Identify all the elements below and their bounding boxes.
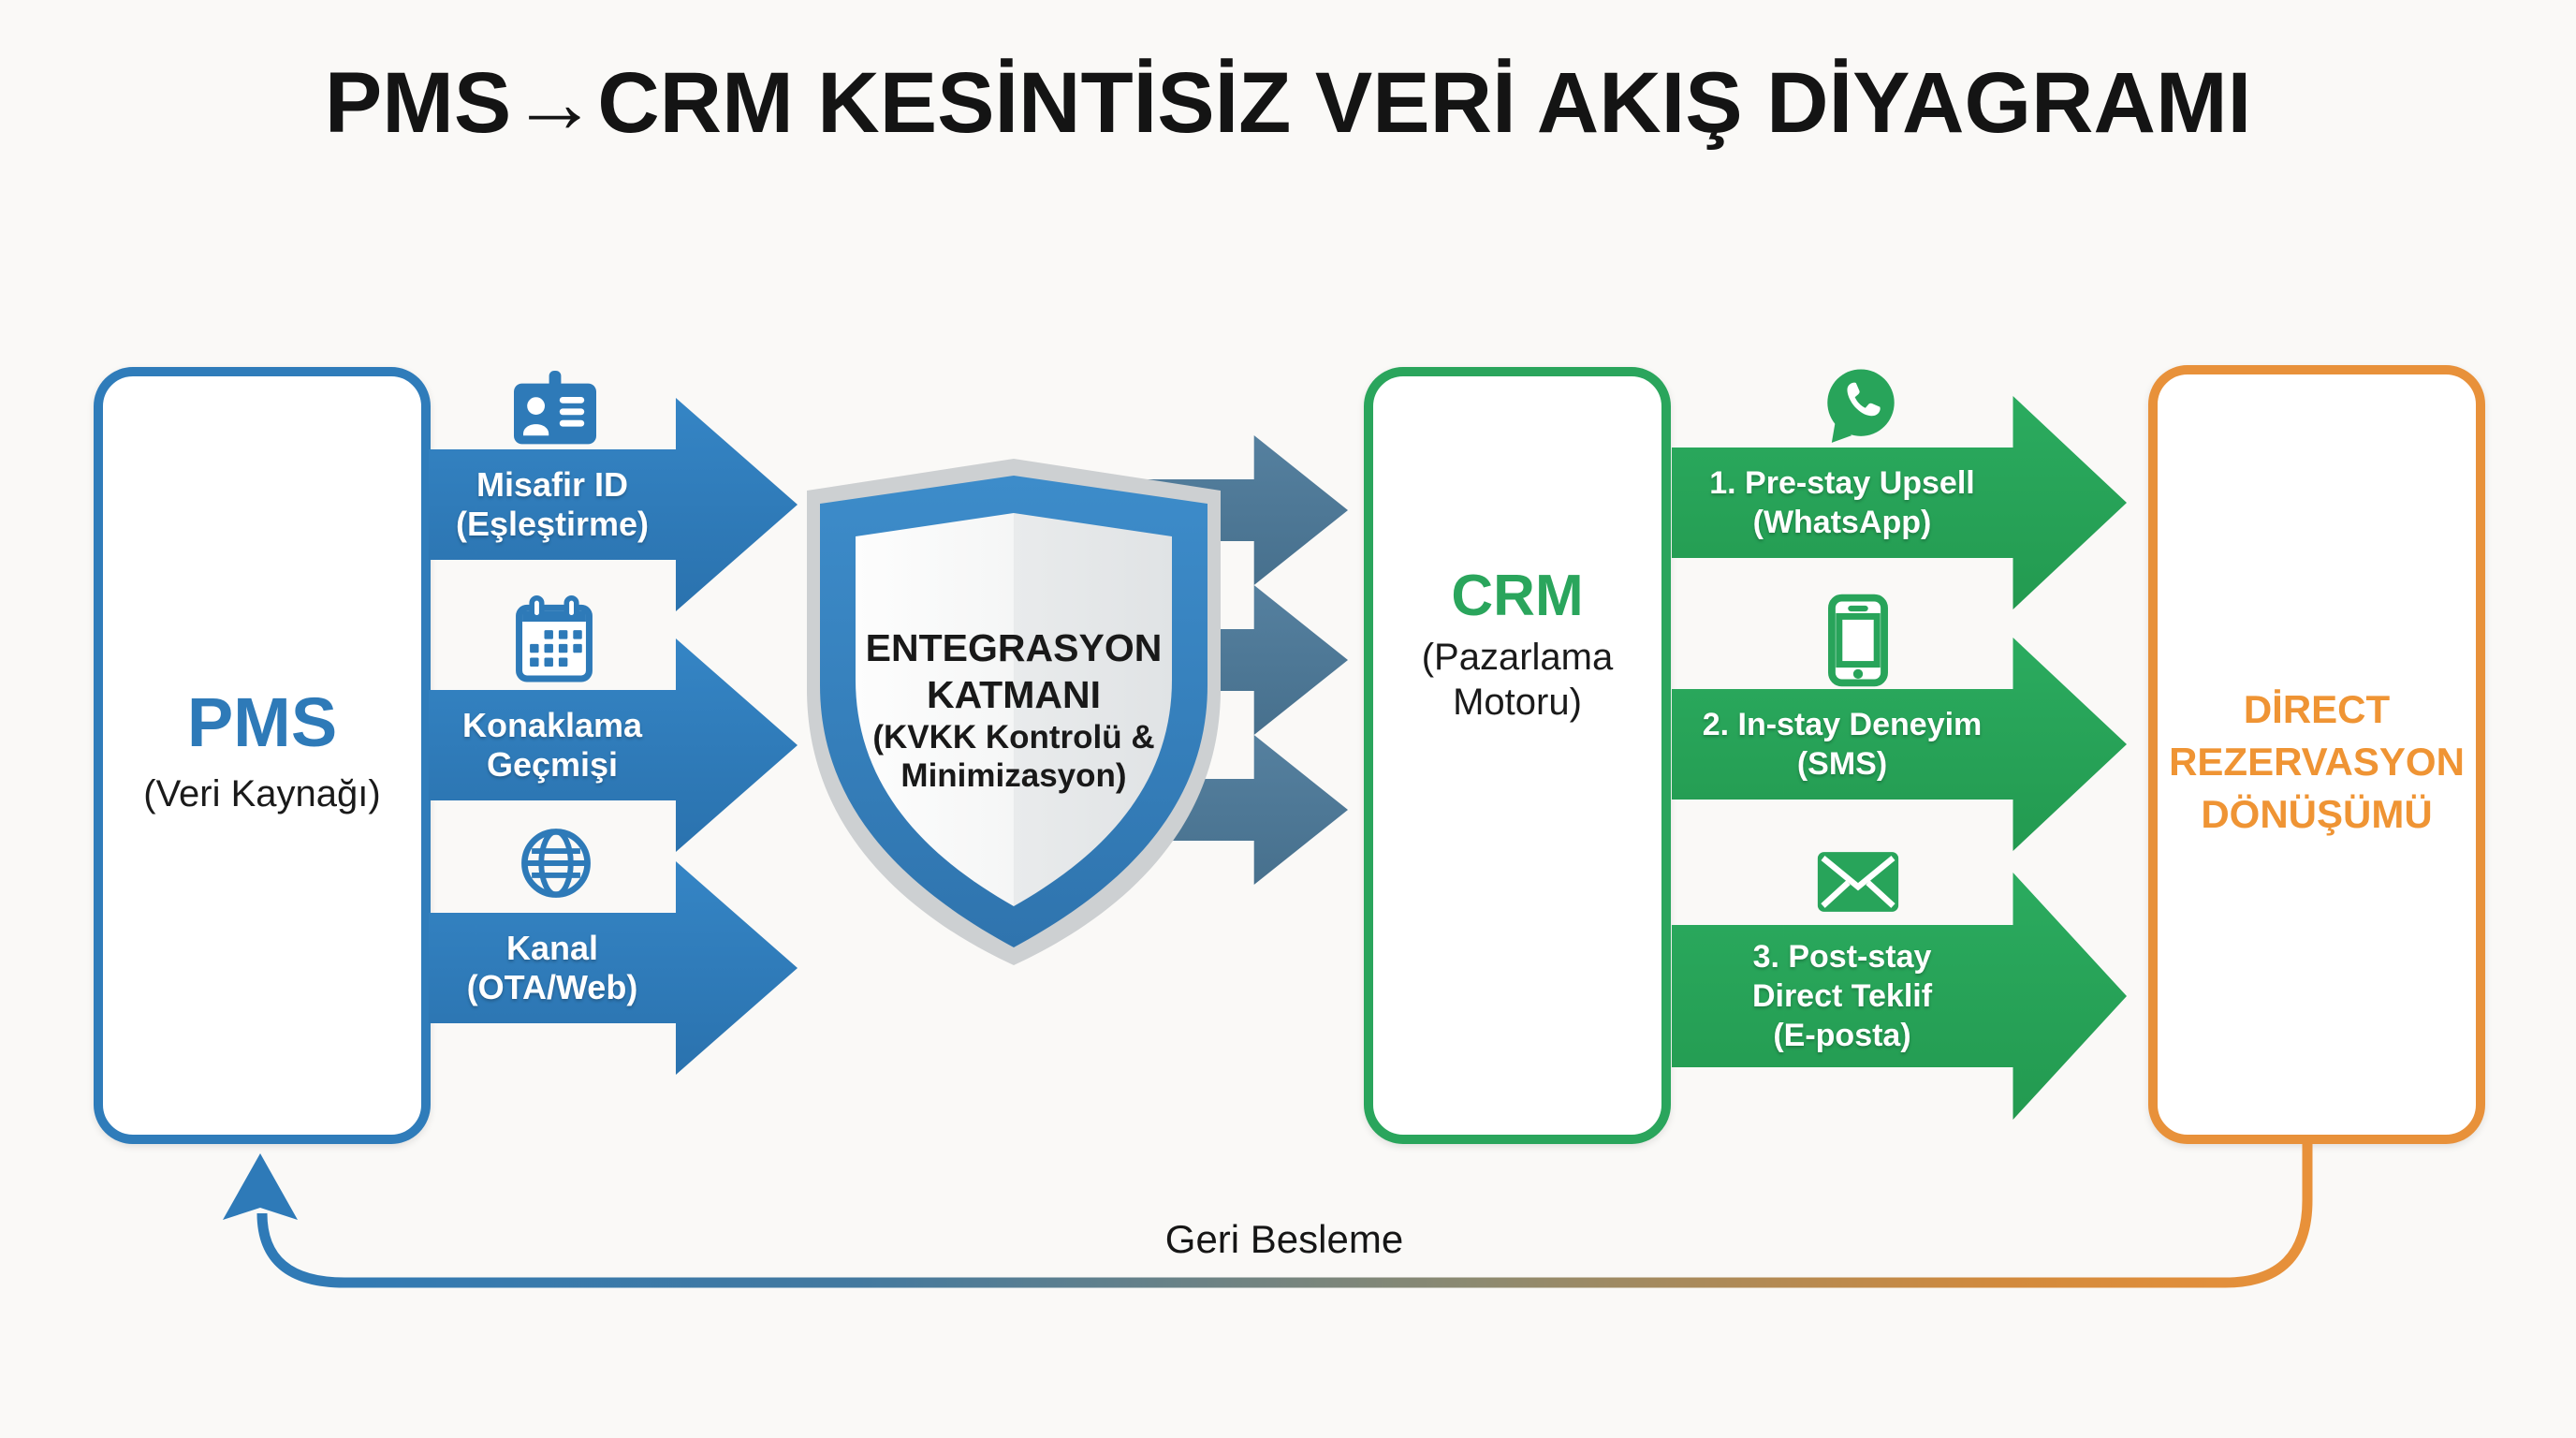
stream-label: 1. Pre-stay Upsell: [1709, 465, 1975, 501]
direct-box-line3: DÖNÜŞÜMÜ: [2201, 792, 2433, 836]
shield-line3: (KVKK Kontrolü &: [872, 719, 1155, 756]
direct-reservation-box: DİRECT REZERVASYON DÖNÜŞÜMÜ: [2148, 365, 2485, 1144]
id-card-icon: [514, 371, 596, 445]
calendar-icon: [516, 595, 593, 682]
stream-label: 3. Post-stay: [1752, 939, 1932, 975]
stream-label: Kanal: [505, 929, 599, 967]
page-title: PMS→CRM KESİNTİSİZ VERİ AKIŞ DİYAGRAMI: [324, 55, 2252, 151]
shield-line2: KATMANI: [927, 673, 1101, 716]
phone-icon: [1828, 594, 1888, 687]
pms-box: PMS (Veri Kaynağı): [94, 367, 431, 1144]
integration-layer-label: ENTEGRASYON KATMANI (KVKK Kontrolü & Min…: [798, 624, 1230, 795]
pms-box-title: PMS: [186, 683, 338, 761]
globe-icon: [521, 829, 591, 898]
pms-box-subtitle: (Veri Kaynağı): [143, 773, 381, 814]
direct-box-line1: DİRECT: [2243, 687, 2391, 731]
stream-label2: Direct Teklif: [1751, 978, 1933, 1014]
stream-sublabel: (SMS): [1796, 746, 1888, 782]
stream-label: Misafir ID: [476, 465, 629, 504]
feedback-arrowhead-icon: [223, 1153, 298, 1220]
stream-sublabel: Geçmişi: [486, 745, 619, 784]
stream-label: Konaklama: [461, 706, 643, 744]
crm-box-subtitle-line2: Motoru): [1453, 682, 1582, 723]
direct-box-line2: REZERVASYON: [2169, 740, 2465, 784]
stream-label: 2. In-stay Deneyim: [1702, 707, 1983, 742]
crm-box-title: CRM: [1451, 564, 1584, 628]
stream-sublabel: (WhatsApp): [1752, 505, 1932, 540]
integration-shield-icon: [807, 459, 1221, 965]
stream-sublabel: (Eşleştirme): [455, 505, 650, 543]
envelope-icon: [1817, 852, 1899, 912]
stream-sublabel: (E-posta): [1773, 1018, 1911, 1053]
shield-line4: Minimizasyon): [900, 757, 1127, 794]
shield-line1: ENTEGRASYON: [865, 626, 1163, 669]
crm-box: CRM (Pazarlama Motoru): [1364, 367, 1671, 1144]
whatsapp-icon: [1827, 369, 1895, 443]
feedback-label: Geri Besleme: [1164, 1217, 1404, 1261]
crm-box-subtitle-line1: (Pazarlama: [1421, 637, 1614, 678]
stream-sublabel: (OTA/Web): [466, 968, 638, 1006]
